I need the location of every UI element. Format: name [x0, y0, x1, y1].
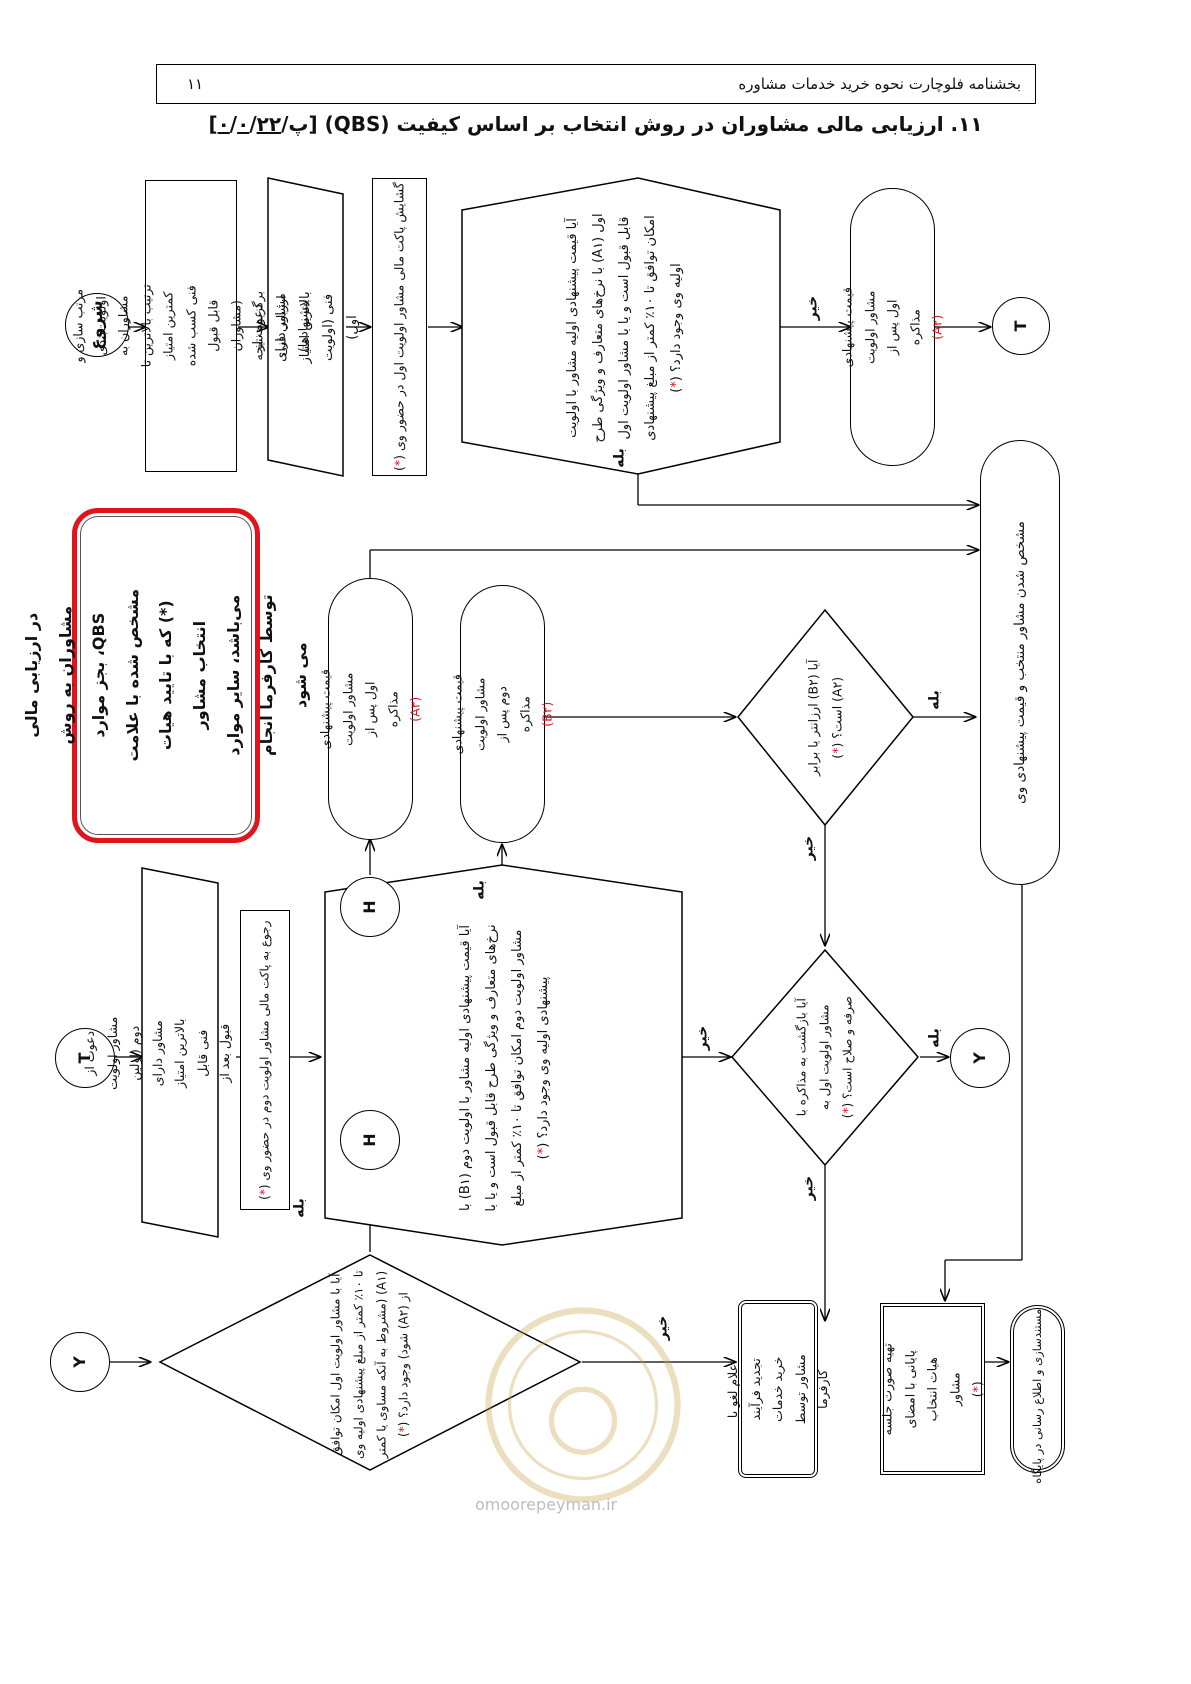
archive-publish-box: مستندسازی و اطلاع رسانی در پایگاه [1010, 1305, 1065, 1484]
h-connector-2: H [340, 1110, 400, 1170]
watermark-logo [485, 1307, 681, 1503]
label-yes-5: بله [291, 1198, 308, 1218]
a2-price-oval: قیمت پیشنهادی مشاور اولویت اول پس از مذا… [839, 188, 944, 466]
decision-b2-vs-a2: آیا (B۲) ارزانتر یا برابر (A۲) است؟ (*) [805, 659, 844, 776]
label-no-5: خیر [654, 1315, 671, 1341]
t-connector: T [992, 297, 1050, 355]
page-header: بخشنامه فلوچارت نحوه خرید خدمات مشاوره ۱… [156, 64, 1036, 104]
decision-first-price: آیا قیمت پیشنهادی اولیه مشاور با اولویت … [565, 212, 684, 443]
decision-second-price: آیا قیمت پیشنهادی اولیه مشاور با اولویت … [458, 923, 551, 1212]
open-second-envelope-box: رجوع به پاکت مالی مشاور اولویت دوم در حض… [240, 910, 290, 1210]
label-yes-3: بله [471, 880, 488, 900]
y-connector-2: Y [50, 1332, 110, 1392]
decision-agreement-first: آیا با مشاور اولویت اول امکان توافق تا ۱… [328, 1270, 411, 1460]
final-minutes-box: تهیه صورت جلسه پایانی با امضای هیات انتخ… [879, 1303, 985, 1475]
title-text: ۱۱. ارزیابی مالی مشاوران در روش انتخاب ب… [324, 112, 983, 136]
open-first-envelope-box: گشایش پاکت مالی مشاور اولویت اول در حضور… [372, 178, 427, 476]
title-code: [۰/۰/پ/۲۲] [208, 112, 318, 136]
label-yes-1: بله [611, 448, 628, 468]
selected-consultant-box: مشخص شدن مشاور منتخب و قیمت پیشنهادی وی [980, 440, 1060, 885]
decision-return-negotiation: آیا بازگشت به مذاکره با مشاور اولویت اول… [794, 996, 854, 1119]
header-title: بخشنامه فلوچارت نحوه خرید خدمات مشاوره [738, 75, 1021, 93]
label-no-2: خیر [800, 835, 817, 861]
label-no-3: خیر [694, 1025, 711, 1051]
rank-consultants-box: مرتب سازی و اولویت‌بندی مشاوران به ترتیب… [70, 180, 310, 472]
invite-first-consultant: دعوت از مشاور دارای بالاترین امتیاز فنی … [251, 291, 360, 364]
invite-second-consultant: دعوت از مشاور اولویت دوم (اولین مشاور دا… [81, 1016, 277, 1090]
label-no-1: خیر [804, 295, 821, 321]
watermark-text: omoorepeyman.ir [475, 1495, 618, 1514]
qbs-note-box: در ارزیابی مالی مشاوران به روش QBS، بجز … [22, 508, 310, 843]
label-yes-4: بله [926, 1028, 943, 1048]
b2-price-oval: قیمت پیشنهادی مشاور اولویت دوم پس از مذا… [449, 585, 554, 843]
page-number: ۱۱ [187, 75, 204, 93]
label-no-4: خیر [800, 1175, 817, 1201]
y-connector: Y [950, 1028, 1010, 1088]
a3-price-oval: قیمت پیشنهادی مشاور اولویت اول پس از مذا… [317, 578, 422, 840]
cancel-process-box: اعلام لغو یا تجدید فرآیند خرید خدمات مشا… [725, 1300, 830, 1478]
label-yes-2: بله [926, 690, 943, 710]
section-title: ۱۱. ارزیابی مالی مشاوران در روش انتخاب ب… [0, 112, 1191, 136]
